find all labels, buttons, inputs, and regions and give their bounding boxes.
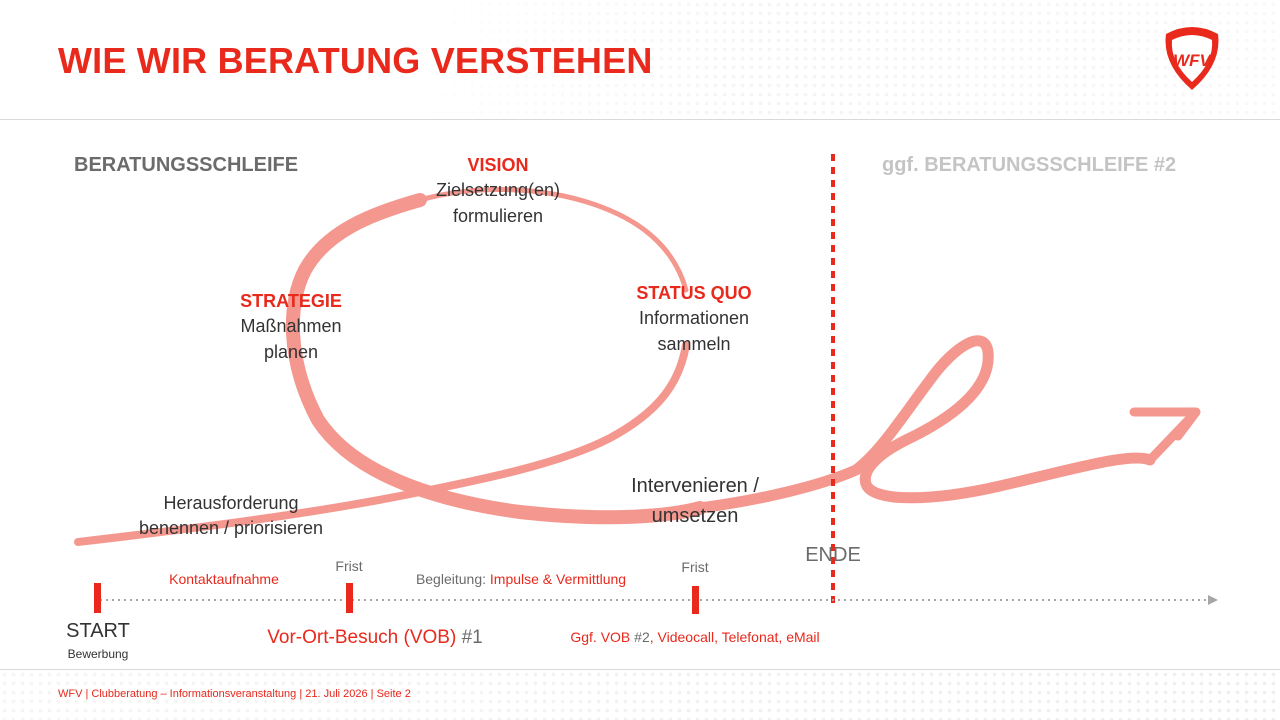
deadline-label-2: Frist — [681, 559, 709, 575]
followup-prefix: Ggf. VOB — [570, 629, 635, 645]
strategy-line-2: planen — [263, 342, 319, 362]
footer-text: WFV | Clubberatung – Informationsveranst… — [58, 688, 411, 700]
header-pattern-fade — [0, 0, 1280, 120]
timeline-marker-start — [94, 583, 101, 613]
slide-title: WIE WIR BERATUNG VERSTEHEN — [58, 40, 653, 81]
loop-arrow-head — [1129, 407, 1201, 465]
header-divider — [0, 119, 1280, 120]
intervene-line-1: Intervenieren / — [631, 475, 759, 497]
strategy-title: STRATEGIE — [240, 291, 342, 311]
loop-label-left: BERATUNGSSCHLEIFE — [74, 154, 299, 176]
deadline-label-1: Frist — [335, 558, 363, 574]
challenge-line-1: Herausforderung — [163, 493, 299, 513]
end-label: ENDE — [805, 544, 861, 566]
timeline-marker-followup — [692, 586, 699, 614]
support-label: Begleitung: Impulse & Vermittlung — [416, 571, 626, 587]
visit-label-text: Vor-Ort-Besuch (VOB) — [267, 627, 457, 648]
loop-stroke-right — [74, 341, 690, 546]
vision-line-1: Zielsetzung(en) — [435, 180, 561, 200]
strategy-line-1: Maßnahmen — [240, 316, 342, 336]
support-prefix: Begleitung: — [415, 571, 490, 587]
vision-line-2: formulieren — [452, 206, 544, 226]
footer-divider — [0, 669, 1280, 670]
vision-title: VISION — [467, 155, 529, 175]
challenge-line-2: benennen / priorisieren — [138, 518, 324, 538]
loop-stroke-outer — [285, 193, 707, 525]
logo-lettering: WFV — [1173, 51, 1212, 70]
second-loop-stroke — [694, 335, 1156, 514]
status-quo-title: STATUS QUO — [636, 283, 752, 303]
status-quo-line-1: Informationen — [638, 308, 750, 328]
status-quo-line-2: sammeln — [657, 334, 731, 354]
visit-label: Vor-Ort-Besuch (VOB) #1 — [267, 627, 482, 649]
followup-items: , Videocall, Telefonat, eMail — [649, 629, 820, 645]
timeline-arrow-head — [1208, 595, 1218, 605]
start-sub-label: Bewerbung — [67, 647, 129, 661]
visit-number: #1 — [456, 627, 483, 648]
footer-pattern-fade — [0, 670, 1280, 720]
followup-label: Ggf. VOB #2, Videocall, Telefonat, eMail — [570, 629, 819, 645]
loop-label-right: ggf. BERATUNGSSCHLEIFE #2 — [882, 154, 1177, 176]
intervene-line-2: umsetzen — [651, 505, 739, 527]
timeline-marker-visit — [346, 583, 353, 613]
followup-number: #2 — [634, 629, 650, 645]
contact-label: Kontaktaufnahme — [169, 571, 279, 587]
wfv-logo: WFV — [1156, 22, 1228, 94]
loop-stroke-top — [417, 187, 689, 293]
start-label: START — [66, 620, 130, 642]
support-items: Impulse & Vermittlung — [489, 571, 627, 587]
